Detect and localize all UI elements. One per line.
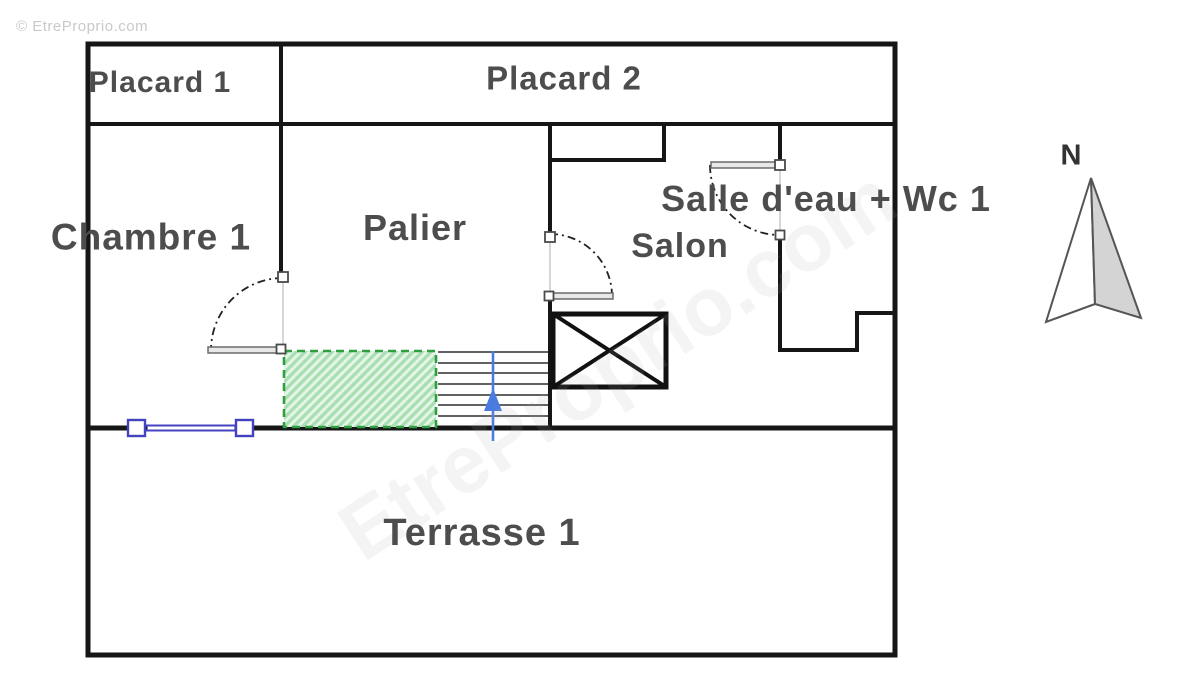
room-label-terrasse: Terrasse 1 — [383, 512, 581, 554]
room-label-salle-eau-wc: Salle d'eau + Wc 1 — [661, 178, 991, 219]
room-label-placard2: Placard 2 — [486, 59, 642, 97]
walls — [85, 41, 898, 658]
window-icon — [126, 418, 255, 438]
door-swing-palier-salon-icon — [543, 231, 614, 302]
room-label-placard1: Placard 1 — [88, 66, 232, 99]
stair-direction-arrow-icon — [484, 351, 502, 441]
room-label-chambre1: Chambre 1 — [50, 216, 252, 258]
void-cross-box-icon — [550, 311, 669, 390]
copyright-watermark: © EtreProprio.com — [16, 18, 149, 35]
door-swing-salle-eau-icon — [709, 159, 786, 241]
compass-north-arrow-icon — [1044, 177, 1143, 324]
green-landing-zone — [282, 349, 438, 429]
compass-north-label: N — [1060, 139, 1082, 172]
room-label-salon: Salon — [631, 227, 729, 265]
room-label-palier: Palier — [362, 207, 468, 248]
door-swing-chambre1-icon — [207, 271, 289, 355]
